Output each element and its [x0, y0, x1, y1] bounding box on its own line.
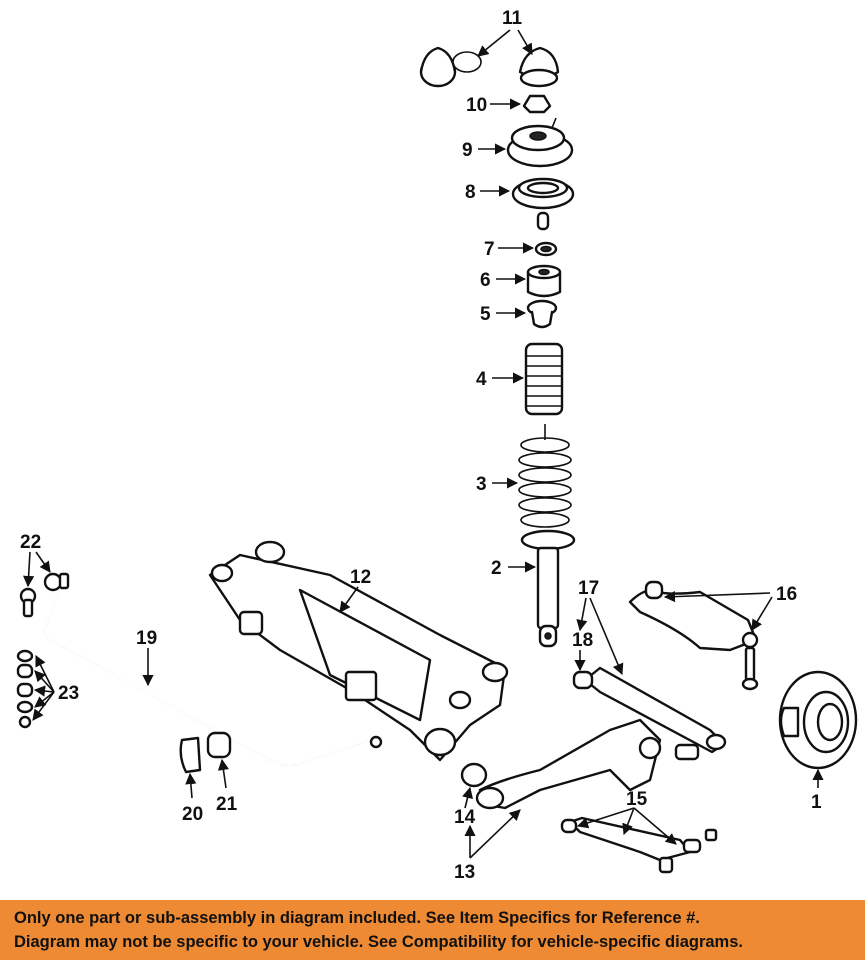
link-bushings	[16, 649, 34, 729]
dust-boot	[524, 342, 564, 416]
toe-link	[560, 816, 718, 874]
callout-2: 2	[491, 558, 502, 579]
shock-absorber	[520, 529, 576, 648]
callout-5: 5	[480, 304, 491, 325]
stabilizer-bracket	[179, 736, 202, 774]
callout-3: 3	[476, 474, 487, 495]
strut-dust-cap	[419, 46, 560, 88]
parts-diagram: 1 2 3 4 5 6 7 8 9 10 11 12 13 14 15 16 1…	[16, 8, 858, 883]
bump-bushing	[526, 264, 562, 298]
callout-6: 6	[480, 270, 491, 291]
disclaimer-banner: Only one part or sub-assembly in diagram…	[0, 900, 865, 960]
callout-numbers: 1 2 3 4 5 6 7 8 9 10 11 12 13 14 15 16 1…	[20, 8, 822, 883]
strut-nut	[522, 94, 552, 114]
callout-4: 4	[476, 369, 487, 390]
disclaimer-line-1: Only one part or sub-assembly in diagram…	[14, 909, 700, 927]
spacer	[536, 211, 550, 231]
callout-7: 7	[484, 239, 495, 260]
callout-8: 8	[465, 182, 476, 203]
strut-mount	[506, 117, 574, 168]
upper-control-arm	[628, 580, 759, 691]
callout-22: 22	[20, 532, 41, 553]
jounce-bumper	[526, 299, 558, 329]
callout-21: 21	[216, 794, 238, 815]
wheel-hub	[778, 670, 858, 770]
stabilizer-link	[19, 572, 70, 618]
callout-leaders	[23, 29, 824, 859]
callout-9: 9	[462, 140, 473, 161]
lateral-arm	[572, 666, 727, 754]
callout-10: 10	[466, 95, 487, 116]
callout-23: 23	[58, 683, 79, 704]
callout-13: 13	[454, 862, 475, 883]
callout-14: 14	[454, 807, 476, 828]
washer	[534, 241, 558, 257]
callout-18: 18	[572, 630, 593, 651]
callout-11: 11	[502, 8, 523, 29]
trailing-arm	[460, 718, 700, 810]
callout-1: 1	[811, 792, 822, 813]
callout-12: 12	[350, 567, 371, 588]
callout-19: 19	[136, 628, 157, 649]
strut-bearing	[511, 177, 575, 210]
callout-17: 17	[578, 578, 599, 599]
stabilizer-bar	[43, 584, 383, 766]
callout-15: 15	[626, 789, 648, 810]
callout-16: 16	[776, 584, 797, 605]
callout-20: 20	[182, 804, 203, 825]
disclaimer-line-2: Diagram may not be specific to your vehi…	[14, 933, 743, 951]
coil-spring	[518, 424, 572, 528]
rear-subframe	[208, 540, 509, 762]
stabilizer-bushing	[206, 731, 232, 759]
